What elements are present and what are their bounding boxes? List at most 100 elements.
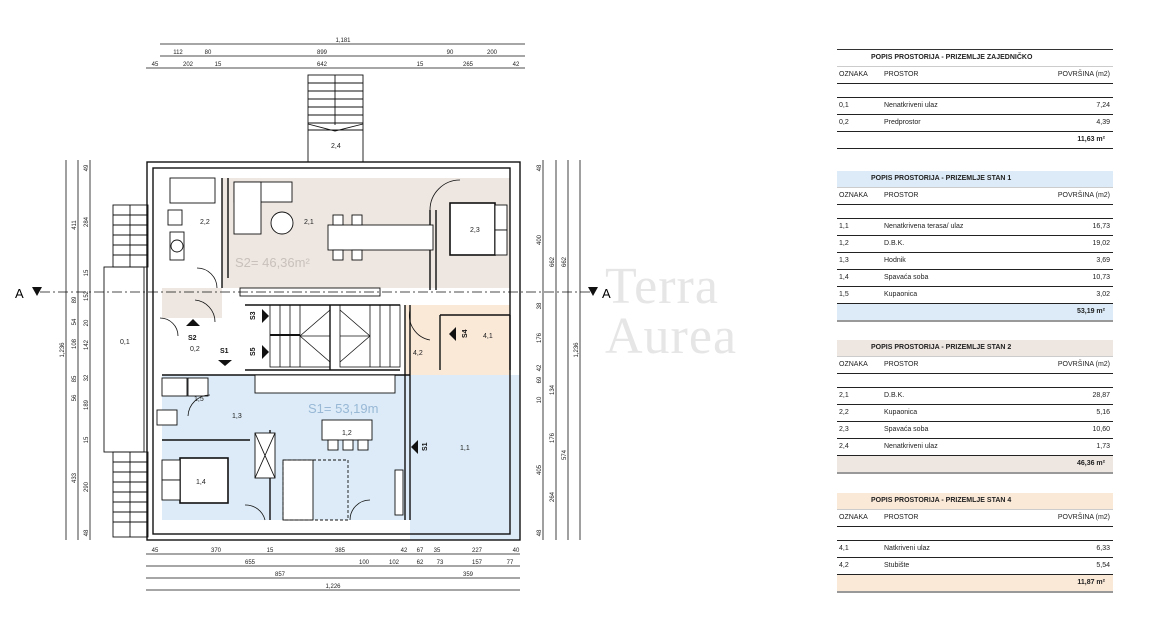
room-2-2: 2,2 bbox=[200, 219, 210, 226]
dim: 15 bbox=[215, 62, 222, 68]
table-row: 1,5 Kupaonica 3,02 bbox=[837, 287, 1113, 304]
entrance-s3: S3 bbox=[250, 311, 257, 320]
spacer bbox=[837, 527, 1113, 541]
room-2-4: 2,4 bbox=[331, 143, 341, 150]
dim: 42 bbox=[513, 62, 520, 68]
table-header: OZNAKA PROSTOR POVRŠINA (m2) bbox=[837, 356, 1113, 374]
table-total: 46,36 m² bbox=[837, 456, 1113, 474]
cell: 5,54 bbox=[1096, 562, 1110, 569]
dim: 56 bbox=[72, 394, 78, 401]
room-table-stan-4: POPIS PROSTORIJA - PRIZEMLJE STAN 4 OZNA… bbox=[837, 493, 1113, 593]
dimension-values-left: 1,236 411 89 54 108 85 56 433 49 284 15 … bbox=[60, 164, 90, 536]
dim: 662 bbox=[550, 256, 556, 267]
entrance-s5: S5 bbox=[250, 347, 257, 356]
dim: 100 bbox=[359, 560, 370, 566]
dim: 642 bbox=[317, 62, 328, 68]
dim: 48 bbox=[537, 164, 543, 171]
cell: 2,2 bbox=[839, 409, 849, 416]
table-row: 2,3 Spavaća soba 10,60 bbox=[837, 422, 1113, 439]
dim: 15 bbox=[417, 62, 424, 68]
cell: 7,24 bbox=[1096, 102, 1110, 109]
dim: 108 bbox=[72, 338, 78, 349]
dim: 385 bbox=[335, 548, 346, 554]
room-1-1: 1,1 bbox=[460, 445, 470, 452]
col-prostor: PROSTOR bbox=[884, 192, 919, 199]
cell: Natkriveni ulaz bbox=[884, 545, 930, 552]
dim: 200 bbox=[487, 50, 498, 56]
dim: 90 bbox=[447, 50, 454, 56]
cell: 1,73 bbox=[1096, 443, 1110, 450]
dim: 32 bbox=[84, 374, 90, 381]
table-header: OZNAKA PROSTOR POVRŠINA (m2) bbox=[837, 187, 1113, 205]
table-total: 11,63 m² bbox=[837, 132, 1113, 149]
room-4-1: 4,1 bbox=[483, 333, 493, 340]
cell: 1,3 bbox=[839, 257, 849, 264]
col-povrsina: POVRŠINA (m2) bbox=[1057, 514, 1110, 521]
dim: 112 bbox=[173, 50, 183, 56]
dimension-lines bbox=[65, 43, 581, 591]
room-table-stan-1: POPIS PROSTORIJA - PRIZEMLJE STAN 1 OZNA… bbox=[837, 171, 1113, 322]
stair-0-1 bbox=[103, 204, 149, 538]
dim: 102 bbox=[389, 560, 400, 566]
entrance-s4: S4 bbox=[462, 329, 469, 338]
cell: 3,02 bbox=[1096, 291, 1110, 298]
dim: 48 bbox=[84, 529, 90, 536]
cell: 10,73 bbox=[1092, 274, 1110, 281]
entrance-s1-b: S1 bbox=[422, 442, 429, 451]
room-4-2: 4,2 bbox=[413, 350, 423, 357]
room-labels: 0,1 0,2 1,1 1,2 1,3 1,4 1,5 2,1 2,2 2,3 … bbox=[120, 143, 493, 486]
dim: 899 bbox=[317, 50, 328, 56]
table-title: POPIS PROSTORIJA - PRIZEMLJE STAN 4 bbox=[837, 493, 1113, 509]
watermark-line-2: Aurea bbox=[605, 308, 738, 365]
cell: D.B.K. bbox=[884, 392, 905, 399]
dim: 10 bbox=[537, 396, 543, 403]
dim: 35 bbox=[434, 548, 441, 554]
room-table-common: POPIS PROSTORIJA - PRIZEMLJE ZAJEDNIČKO … bbox=[837, 49, 1113, 149]
dim: 54 bbox=[72, 318, 78, 325]
col-oznaka: OZNAKA bbox=[839, 192, 868, 199]
cell: 2,1 bbox=[839, 392, 849, 399]
table-header: OZNAKA PROSTOR POVRŠINA (m2) bbox=[837, 66, 1113, 84]
cell: 4,2 bbox=[839, 562, 849, 569]
section-label-right: A bbox=[602, 286, 611, 301]
dim: 284 bbox=[84, 216, 90, 227]
cell: Kupaonica bbox=[884, 291, 918, 298]
dim: 176 bbox=[550, 432, 556, 443]
dim: 1,236 bbox=[574, 342, 580, 358]
dim: 49 bbox=[84, 164, 90, 171]
dim: 85 bbox=[72, 375, 78, 382]
cell: Nenatkriveni ulaz bbox=[884, 102, 938, 109]
cell: 10,60 bbox=[1092, 426, 1110, 433]
table-row: 1,4 Spavaća soba 10,73 bbox=[837, 270, 1113, 287]
col-prostor: PROSTOR bbox=[884, 514, 919, 521]
stair-2-4 bbox=[307, 74, 364, 163]
dim: 655 bbox=[245, 560, 256, 566]
dimension-values-top: 1,181 112 80 899 90 200 45 202 15 642 15… bbox=[152, 38, 520, 68]
dim: 42 bbox=[537, 364, 543, 371]
entrance-s2: S2 bbox=[188, 335, 197, 342]
cell: 0,2 bbox=[839, 119, 849, 126]
dim: 15 bbox=[267, 548, 274, 554]
dim: 45 bbox=[152, 548, 159, 554]
cell: Nenatkrivena terasa/ ulaz bbox=[884, 223, 964, 230]
dim: 62 bbox=[417, 560, 424, 566]
table-row: 2,2 Kupaonica 5,16 bbox=[837, 405, 1113, 422]
col-prostor: PROSTOR bbox=[884, 361, 919, 368]
spacer bbox=[837, 374, 1113, 388]
dim: 1,236 bbox=[60, 342, 66, 358]
area-label-s1: S1= 53,19m bbox=[308, 401, 378, 416]
table-row: 2,1 D.B.K. 28,87 bbox=[837, 388, 1113, 405]
section-label-left: A bbox=[15, 286, 24, 301]
room-table-stan-2: POPIS PROSTORIJA - PRIZEMLJE STAN 2 OZNA… bbox=[837, 340, 1113, 474]
cell: 1,1 bbox=[839, 223, 849, 230]
entrance-markers: S2 S1 S3 S5 S4 S1 bbox=[186, 309, 469, 454]
dim: 359 bbox=[463, 572, 474, 578]
table-row: 1,2 D.B.K. 19,02 bbox=[837, 236, 1113, 253]
cell: Spavaća soba bbox=[884, 426, 929, 433]
table-row: 2,4 Nenatkriveni ulaz 1,73 bbox=[837, 439, 1113, 456]
dim: 134 bbox=[550, 384, 556, 395]
dim: 69 bbox=[537, 376, 543, 383]
cell: Hodnik bbox=[884, 257, 906, 264]
col-povrsina: POVRŠINA (m2) bbox=[1057, 71, 1110, 78]
cell: 0,1 bbox=[839, 102, 849, 109]
